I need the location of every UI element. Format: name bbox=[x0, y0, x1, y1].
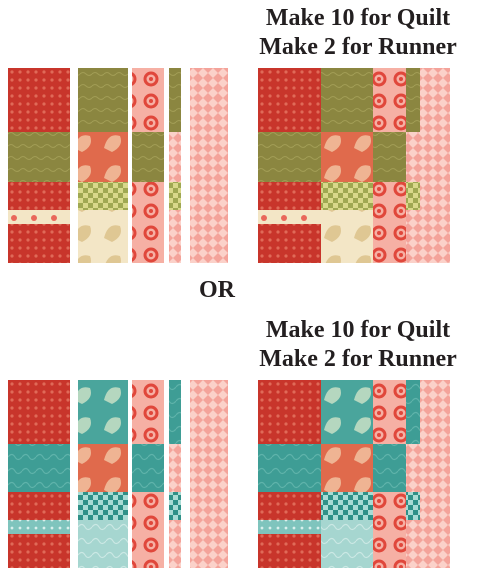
t-block-4-check bbox=[406, 492, 420, 520]
strip-3-olive bbox=[132, 132, 164, 182]
strip-2-cream-paisley bbox=[78, 210, 128, 263]
strip-1-cream bbox=[8, 210, 70, 224]
block-1-olive bbox=[258, 132, 321, 182]
strip-2-olive-top bbox=[78, 68, 128, 132]
t-strip-2-red-paisley bbox=[78, 444, 128, 492]
caption-bottom: Make 10 for Quilt Make 2 for Runner bbox=[233, 316, 483, 374]
block-2-paisley bbox=[321, 132, 373, 182]
t-block-1-red-mid bbox=[258, 492, 321, 520]
block-2-cream bbox=[321, 210, 373, 263]
block-1-red-top bbox=[258, 68, 321, 132]
t-block-2-paisley bbox=[321, 380, 373, 444]
strip-2-check bbox=[78, 182, 128, 210]
strips-olive bbox=[8, 68, 230, 263]
t-block-5-pink bbox=[420, 380, 450, 568]
block-4-olive bbox=[406, 68, 420, 132]
t-strip-5-pink bbox=[190, 380, 228, 568]
t-block-1-red-top bbox=[258, 380, 321, 444]
block-5-pink bbox=[420, 68, 450, 263]
block-1-cream bbox=[258, 210, 321, 224]
strip-5-pink bbox=[190, 68, 228, 263]
assembled-teal bbox=[258, 380, 450, 568]
strip-1-red-bottom bbox=[8, 224, 70, 263]
block-1-red-bottom bbox=[258, 224, 321, 263]
t-block-1-red-bottom bbox=[258, 534, 321, 568]
strip-2-paisley bbox=[78, 132, 128, 182]
strip-4-olive bbox=[169, 68, 181, 132]
t-strip-1-teal bbox=[8, 444, 70, 492]
t-block-2-aqua-light bbox=[321, 520, 373, 568]
strip-4-olive-b bbox=[169, 182, 181, 210]
caption-top-line-2: Make 2 for Runner bbox=[233, 33, 483, 62]
block-2-olive bbox=[321, 68, 373, 132]
block-4-check bbox=[406, 182, 420, 210]
t-block-2-red-paisley bbox=[321, 444, 373, 492]
caption-bottom-line-2: Make 2 for Runner bbox=[233, 345, 483, 374]
assembled-olive bbox=[258, 68, 450, 263]
caption-bottom-line-1: Make 10 for Quilt bbox=[233, 316, 483, 345]
t-block-1-aqua bbox=[258, 520, 321, 534]
caption-top: Make 10 for Quilt Make 2 for Runner bbox=[233, 4, 483, 62]
strip-1-olive bbox=[8, 132, 70, 182]
t-strip-4-check bbox=[169, 492, 181, 520]
t-strip-1-red-top bbox=[8, 380, 70, 444]
strip-1-red-mid bbox=[8, 182, 70, 210]
t-block-1-teal bbox=[258, 444, 321, 492]
caption-top-line-1: Make 10 for Quilt bbox=[233, 4, 483, 33]
t-strip-2-aqua-light bbox=[78, 520, 128, 568]
t-block-3-teal bbox=[373, 444, 406, 492]
t-strip-2-paisley bbox=[78, 380, 128, 444]
t-strip-4-teal bbox=[169, 380, 181, 444]
strips-teal bbox=[8, 380, 230, 568]
block-1-red-mid bbox=[258, 182, 321, 210]
t-strip-2-check bbox=[78, 492, 128, 520]
t-block-4-teal bbox=[406, 380, 420, 444]
block-3-olive bbox=[373, 132, 406, 182]
t-strip-1-red-mid bbox=[8, 492, 70, 520]
t-strip-3-teal bbox=[132, 444, 164, 492]
strip-1-red-top bbox=[8, 68, 70, 132]
t-block-2-check bbox=[321, 492, 373, 520]
t-strip-1-red-bottom bbox=[8, 534, 70, 568]
or-separator: OR bbox=[195, 277, 239, 304]
block-2-check bbox=[321, 182, 373, 210]
t-strip-1-aqua bbox=[8, 520, 70, 534]
